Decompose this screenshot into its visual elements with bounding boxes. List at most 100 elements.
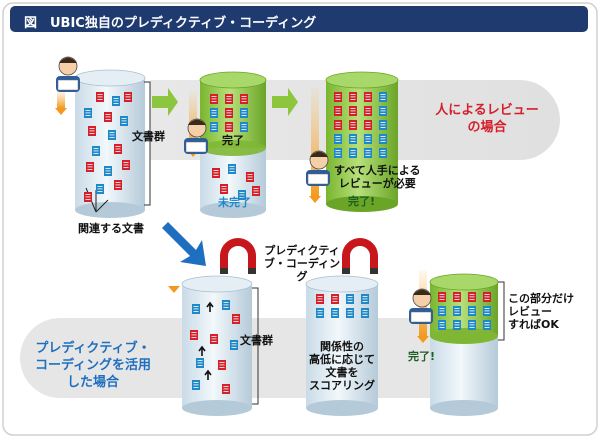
document-icon [230, 340, 238, 350]
document-icon [438, 292, 446, 302]
document-icon [240, 108, 248, 118]
document-icon [364, 148, 372, 158]
document-icon [438, 306, 446, 316]
document-icon [483, 320, 491, 330]
document-icon [468, 292, 476, 302]
document-icon [220, 184, 228, 194]
related-docs-label: 関連する文書 [78, 222, 144, 235]
scoring-label: 関係性の 高低に応じて 文書を スコアリング [309, 340, 375, 392]
document-icon [483, 306, 491, 316]
document-icon [92, 146, 100, 156]
arrow-up-icon [198, 345, 206, 356]
document-icon [468, 306, 476, 316]
progress-drop-3 [311, 88, 319, 196]
document-icon [331, 308, 339, 318]
document-icon [190, 330, 198, 340]
reviewer-person-4 [409, 288, 433, 324]
document-icon [453, 292, 461, 302]
reviewer-person-3 [306, 150, 330, 186]
document-icon [120, 116, 128, 126]
document-icon [334, 92, 342, 102]
document-icon [334, 134, 342, 144]
document-icon [240, 94, 248, 104]
document-icon [379, 148, 387, 158]
document-icons-layer [84, 92, 491, 394]
document-icon [364, 92, 372, 102]
document-icon [379, 134, 387, 144]
document-icon [192, 380, 200, 390]
document-icon [228, 164, 236, 174]
document-icon [349, 148, 357, 158]
doc-group-label-bottom: 文書群 [240, 334, 273, 347]
document-icon [108, 130, 116, 140]
document-icon [196, 358, 204, 368]
document-icon [346, 308, 354, 318]
arrow-green-2 [272, 88, 298, 116]
document-icon [349, 92, 357, 102]
progress-drop-1 [57, 90, 65, 108]
document-icon [453, 306, 461, 316]
document-icon [222, 384, 230, 394]
document-icon [86, 162, 94, 172]
document-icon [364, 106, 372, 116]
document-icon [349, 106, 357, 116]
document-icon [349, 134, 357, 144]
document-icon [364, 134, 372, 144]
document-icon [104, 112, 112, 122]
document-icon [379, 106, 387, 116]
document-icon [468, 320, 476, 330]
predictive-band-label: プレディクティブ・コーディングを活用した場合 [34, 341, 152, 390]
document-icon [210, 94, 218, 104]
document-icon [210, 334, 218, 344]
document-icon [218, 360, 226, 370]
done-exclaim-top: 完了! [348, 195, 376, 208]
document-icon [316, 294, 324, 304]
document-icon [122, 160, 130, 170]
document-icon [361, 308, 369, 318]
arrow-up-icon [206, 301, 214, 312]
document-icon [104, 166, 112, 176]
human-review-band-label: 人によるレビューの場合 [435, 103, 539, 135]
document-icon [346, 294, 354, 304]
arrow-green-1 [152, 88, 178, 116]
document-icon [453, 320, 461, 330]
title-bar-bg [10, 6, 588, 32]
figure-title: 図 UBIC独自のプレディクティブ・コーディング [24, 16, 317, 31]
document-icon [316, 308, 324, 318]
cylinder-doc-group-top [74, 69, 146, 218]
document-icon [240, 122, 248, 132]
document-icon [225, 122, 233, 132]
document-icon [238, 190, 246, 200]
document-icon [334, 120, 342, 130]
document-icon [212, 168, 220, 178]
document-icon [331, 294, 339, 304]
document-icon [88, 126, 96, 136]
document-icon [379, 92, 387, 102]
document-icon [84, 192, 92, 202]
doc-group-label-top: 文書群 [132, 130, 165, 143]
magnet-label: プレディクティブ・コーディング [263, 244, 341, 283]
arrow-up-icon [204, 369, 212, 380]
progress-drop-4 [168, 286, 180, 293]
document-icon [246, 172, 254, 182]
magnet-right-icon [342, 238, 378, 274]
document-icon [84, 108, 92, 118]
document-icon [222, 300, 230, 310]
document-icon [334, 106, 342, 116]
document-icon [114, 144, 122, 154]
magnet-left-icon [220, 238, 256, 274]
document-icon [210, 122, 218, 132]
document-icon [96, 184, 104, 194]
document-icon [112, 96, 120, 106]
cylinder-scoring [305, 275, 379, 416]
not-done-label: 未完了 [218, 196, 251, 209]
reviewer-person-2 [184, 118, 208, 154]
document-icon [232, 314, 240, 324]
document-icon [114, 180, 122, 190]
reviewer-person-1 [56, 56, 80, 92]
bracket-bottom [252, 287, 259, 405]
done-label: 完了 [222, 134, 244, 147]
document-icon [225, 108, 233, 118]
bracket-partial [498, 281, 505, 341]
